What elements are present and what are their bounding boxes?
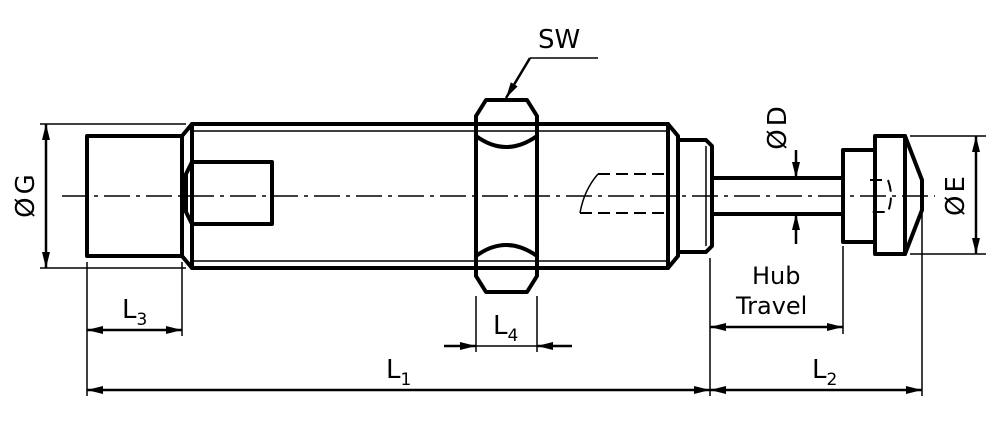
front-bushing <box>676 138 714 254</box>
button-head <box>870 134 924 256</box>
label-od-d: ØD <box>763 106 793 150</box>
label-l4: L4 <box>493 311 518 346</box>
label-hub: Hub <box>752 262 801 290</box>
lock-nut <box>474 98 539 294</box>
label-od-e: ØE <box>941 176 971 216</box>
hex-socket <box>184 160 274 226</box>
piston-rod <box>710 176 845 216</box>
label-travel: Travel <box>735 292 807 320</box>
threaded-body <box>180 122 680 270</box>
hidden-rod-lines <box>579 173 668 214</box>
label-sw: SW <box>538 25 580 55</box>
label-l3: L3 <box>122 295 147 330</box>
label-l2: L2 <box>812 355 837 390</box>
sw-leader-arrow <box>504 57 532 99</box>
label-od-g: ØG <box>11 174 41 218</box>
label-l1: L1 <box>386 355 411 390</box>
